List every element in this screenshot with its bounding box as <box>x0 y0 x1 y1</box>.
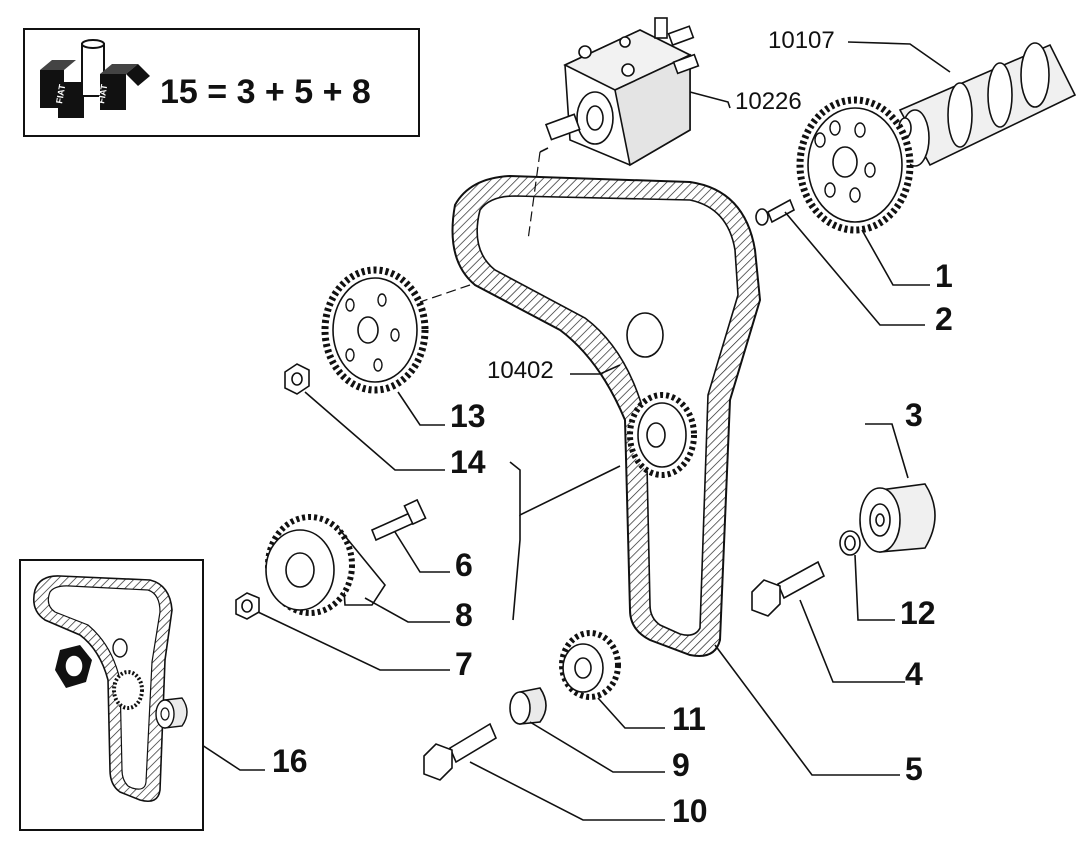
nut-7 <box>235 592 260 620</box>
leader-10402 <box>570 364 621 375</box>
leader-3 <box>865 423 909 479</box>
leader-14-tail <box>512 515 521 621</box>
leader-9 <box>529 721 665 773</box>
kit-boxes-icon: FIAT FIAT <box>40 39 150 118</box>
callout-8: 8 <box>455 597 473 633</box>
callout-2: 2 <box>935 301 953 337</box>
leader-16 <box>201 744 265 771</box>
leader-4 <box>799 599 905 683</box>
leader-6 <box>394 531 450 573</box>
inset-pulley <box>112 670 144 710</box>
ref-10107: 10107 <box>768 27 835 54</box>
ref-10402: 10402 <box>487 357 554 384</box>
leader-5 <box>714 644 900 776</box>
callout-9: 9 <box>672 747 690 783</box>
callout-16: 16 <box>272 743 308 779</box>
tensioner <box>265 514 386 616</box>
callout-7: 7 <box>455 646 473 682</box>
callout-10: 10 <box>672 793 708 829</box>
kit-box-brand-left: FIAT <box>54 83 67 104</box>
leader-12 <box>854 554 895 621</box>
kit-formula: 15 = 3 + 5 + 8 <box>160 73 371 111</box>
crank-pulley <box>559 630 621 700</box>
leader-13 <box>397 391 445 426</box>
timing-belt-inner <box>476 195 739 636</box>
callout-11: 11 <box>672 701 706 737</box>
reference-numbers: 10107 10226 10402 <box>487 27 835 384</box>
leader-10 <box>469 761 665 821</box>
callout-13: 13 <box>450 398 486 434</box>
bolt-4 <box>751 560 826 617</box>
idler-roller <box>859 483 936 553</box>
injection-pump <box>539 17 700 167</box>
leader-8 <box>364 597 450 623</box>
leader-2 <box>784 211 925 326</box>
leader-1 <box>861 229 930 286</box>
leader-10226 <box>689 91 731 109</box>
camshaft-pulley <box>796 96 914 234</box>
callout-3: 3 <box>905 397 923 433</box>
axis-lines <box>419 151 541 303</box>
kit-legend: FIAT FIAT 15 = 3 + 5 + 8 <box>23 28 420 137</box>
timing-belt <box>451 174 762 657</box>
belt-idler-hole <box>626 312 664 358</box>
callout-1: 1 <box>935 258 953 294</box>
spacer-9 <box>509 687 547 725</box>
callout-6: 6 <box>455 547 473 583</box>
callout-12: 12 <box>900 595 936 631</box>
leader-14 <box>304 391 445 471</box>
kit-box-brand-right: FIAT <box>96 83 109 104</box>
callout-14: 14 <box>450 444 486 480</box>
callout-numbers: 1 2 3 4 5 6 7 8 9 10 11 12 13 14 16 <box>272 258 953 829</box>
washer-12 <box>839 530 861 556</box>
callout-5: 5 <box>905 751 923 787</box>
assembly-inset <box>19 559 204 831</box>
leader-7 <box>257 611 450 671</box>
inset-idler <box>155 697 188 729</box>
bolt-2 <box>755 198 796 226</box>
ref-10226: 10226 <box>735 88 802 115</box>
bolt-6 <box>370 498 427 542</box>
bolt-10 <box>423 722 498 781</box>
inset-tensioner <box>55 645 92 688</box>
leader-10107 <box>847 41 951 73</box>
nut-14 <box>284 363 310 395</box>
leader-11 <box>597 697 665 729</box>
callout-4: 4 <box>905 656 923 692</box>
camshaft <box>898 42 1077 167</box>
belt-crank-pulley <box>627 392 697 478</box>
pump-pulley <box>321 266 429 394</box>
leader-lines <box>201 41 951 821</box>
leader-14-belt <box>509 461 621 517</box>
